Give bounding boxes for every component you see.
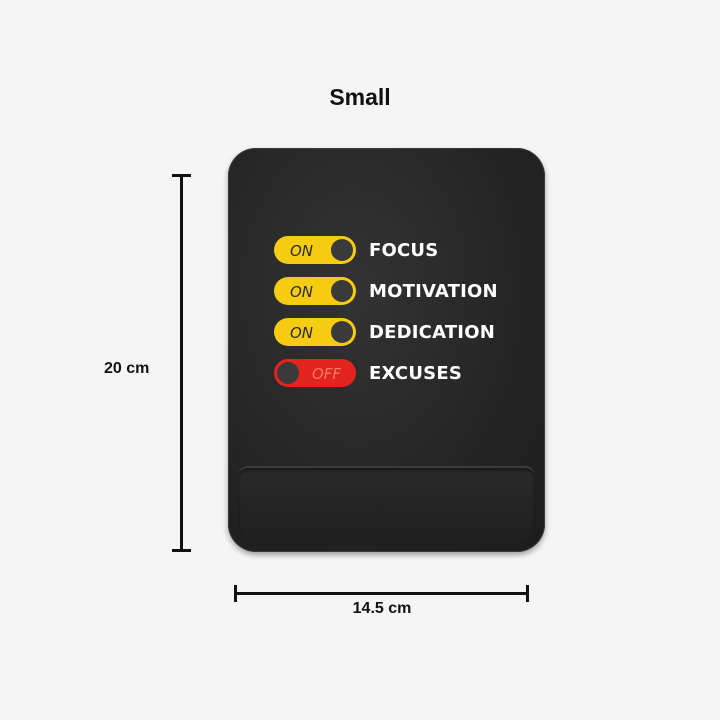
toggle-switch-on: ON (274, 236, 356, 264)
toggle-knob (331, 280, 353, 302)
width-dimension-cap-right (526, 585, 529, 602)
toggle-switch-on: ON (274, 277, 356, 305)
mouse-pad: ON FOCUS ON MOTIVATION ON DEDICATION (228, 148, 545, 552)
width-dimension-line (235, 592, 529, 595)
toggle-switch-on: ON (274, 318, 356, 346)
toggle-state-text: ON (290, 242, 314, 260)
toggle-label: EXCUSES (369, 362, 462, 384)
toggle-knob (277, 362, 299, 384)
wrist-rest (238, 466, 535, 546)
toggle-switch-off: OFF (274, 359, 356, 387)
toggle-row-dedication: ON DEDICATION (274, 318, 498, 346)
height-dimension-cap-bottom (172, 549, 191, 552)
toggle-state-text: ON (290, 283, 314, 301)
toggle-label: FOCUS (369, 239, 439, 261)
toggle-label: DEDICATION (369, 321, 495, 343)
toggle-knob (331, 239, 353, 261)
toggle-row-excuses: OFF EXCUSES (274, 359, 498, 387)
toggle-row-motivation: ON MOTIVATION (274, 277, 498, 305)
size-title: Small (329, 84, 391, 110)
toggle-label: MOTIVATION (369, 280, 498, 302)
height-label: 20 cm (104, 360, 150, 377)
toggle-knob (331, 321, 353, 343)
width-label: 14.5 cm (352, 600, 412, 617)
toggle-row-focus: ON FOCUS (274, 236, 498, 264)
toggle-state-text: OFF (312, 365, 342, 383)
toggle-list: ON FOCUS ON MOTIVATION ON DEDICATION (274, 236, 498, 400)
height-dimension-line (180, 175, 183, 551)
toggle-state-text: ON (290, 324, 314, 342)
